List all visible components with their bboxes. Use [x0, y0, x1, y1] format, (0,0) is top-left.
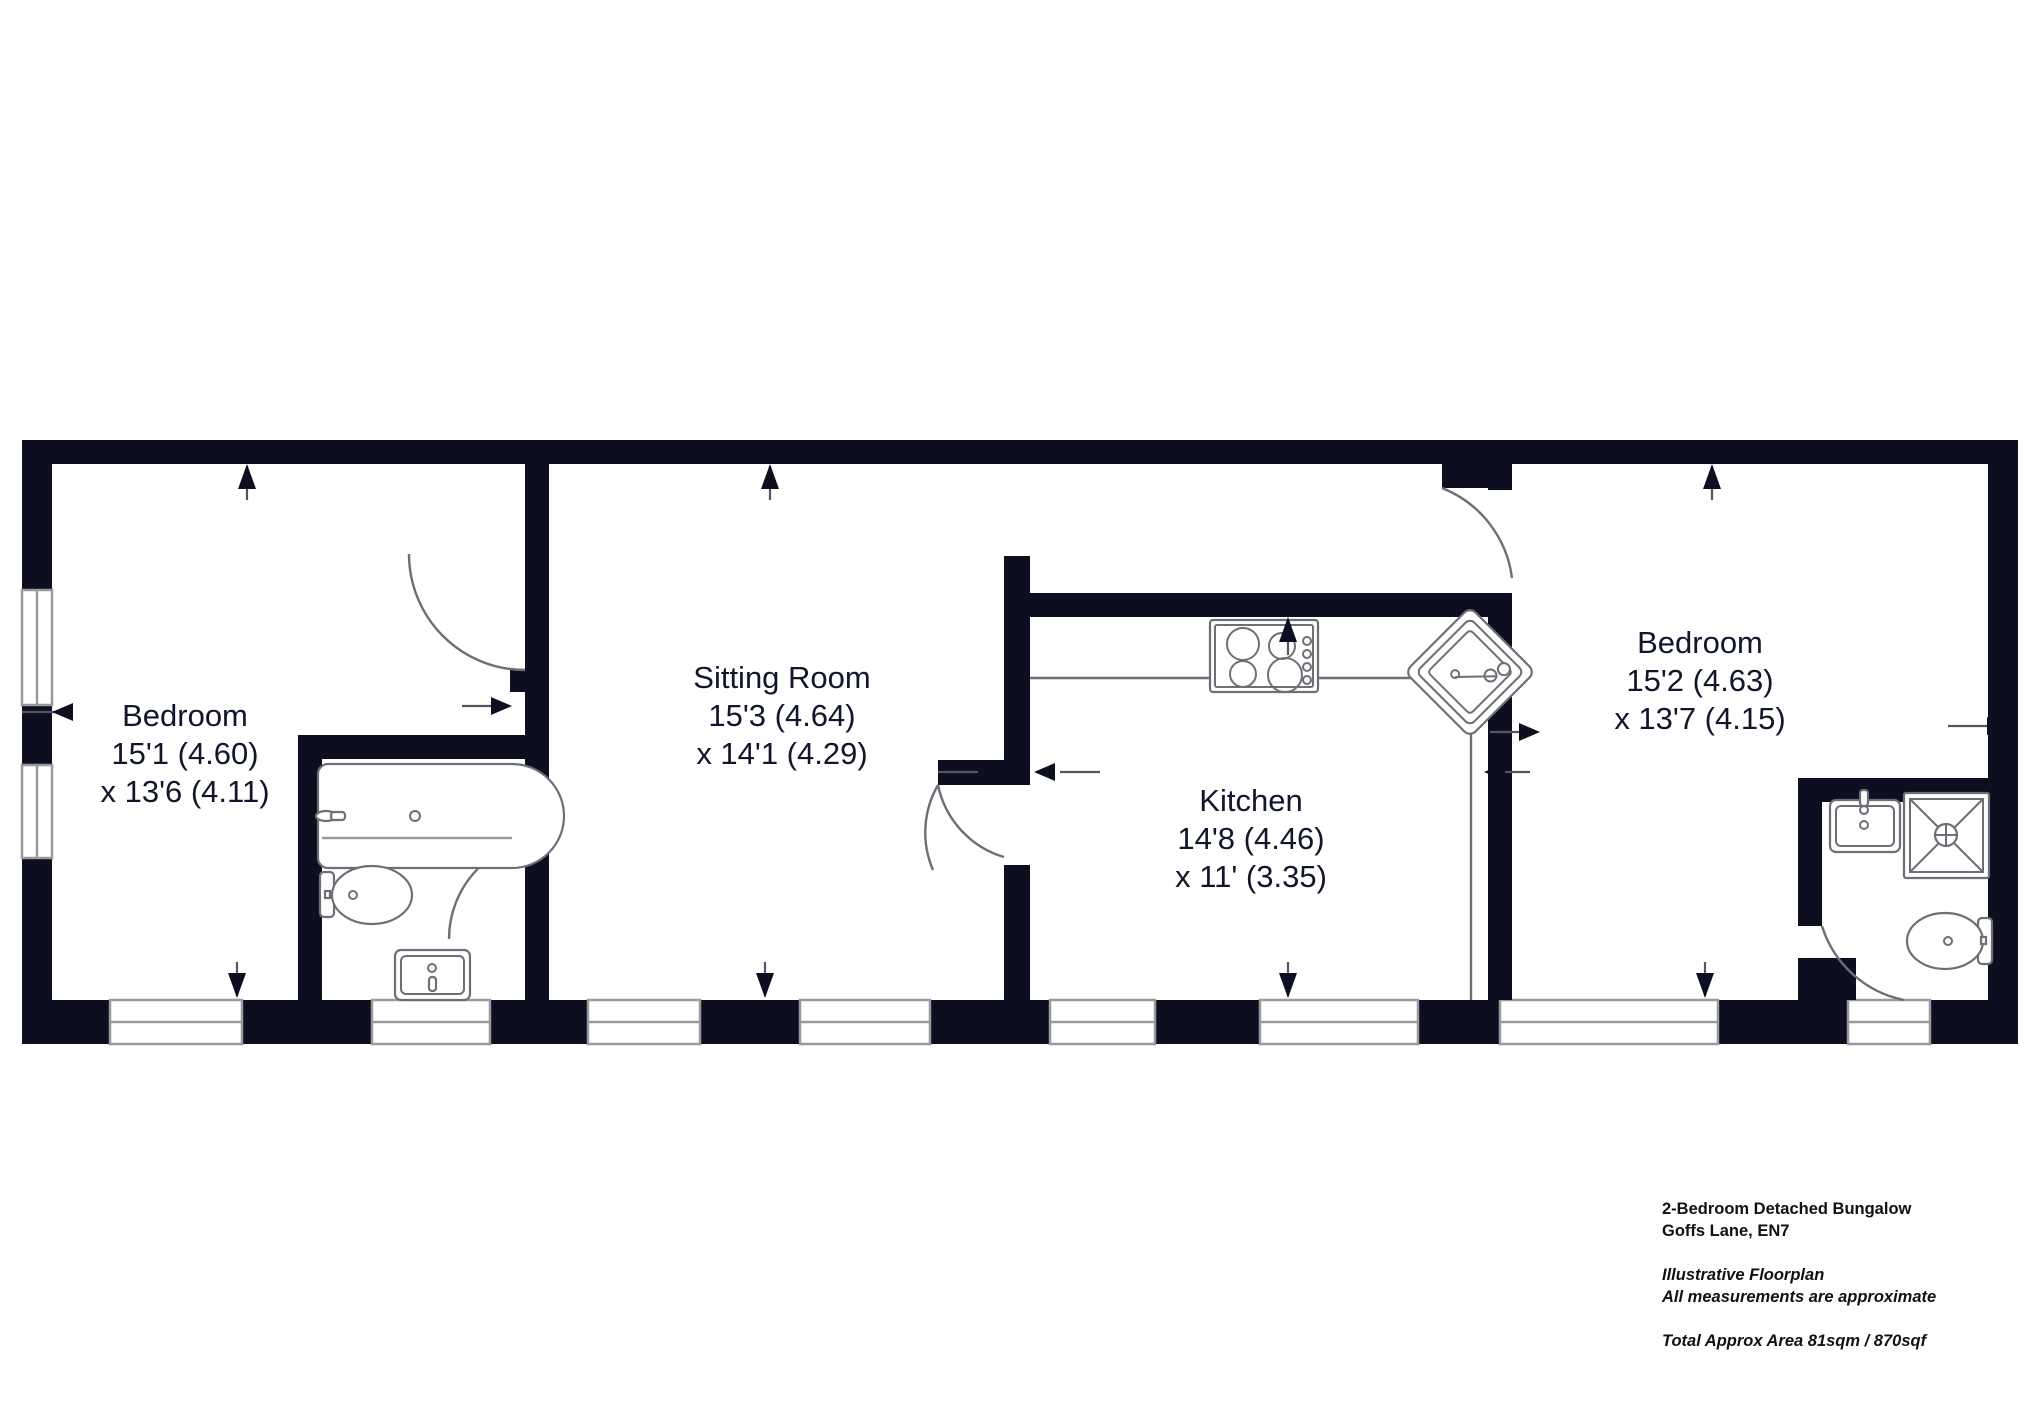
basin-left [393, 948, 472, 1002]
room-dim1-bedroom-right: 15'2 (4.63) [1626, 663, 1773, 698]
bottom-wall-piers [22, 1000, 2018, 1044]
caption-title-line-2: Goffs Lane, EN7 [1662, 1222, 1790, 1240]
hob [1208, 618, 1320, 694]
window-left-upper [20, 588, 54, 707]
toilet-left [318, 864, 414, 926]
dimension-arrows [22, 464, 2008, 998]
room-dim1-kitchen: 14'8 (4.46) [1177, 821, 1324, 856]
caption-spacer-2 [1662, 1308, 2022, 1330]
room-label-bedroom-left: Bedroom 15'1 (4.60) x 13'6 (4.11) [100, 698, 269, 809]
door-sitting-kitchen[interactable] [924, 784, 1005, 871]
room-dim2-bedroom-left: x 13'6 (4.11) [100, 774, 269, 809]
caption-area-line: Total Approx Area 81sqm / 870sqf [1662, 1332, 1927, 1350]
caption-note-line-2: All measurements are approximate [1662, 1288, 1937, 1306]
kitchen-sink [1407, 609, 1533, 735]
door-ensuite-right[interactable] [1820, 925, 1905, 1002]
shower-tray [1902, 791, 1991, 880]
window-left-lower [20, 763, 54, 860]
room-dim2-kitchen: x 11' (3.35) [1175, 859, 1327, 894]
room-dim1-sitting-room: 15'3 (4.64) [708, 698, 855, 733]
bottom-wall-windows [108, 998, 1932, 1046]
basin-right [1828, 788, 1902, 854]
caption-title-line-1: 2-Bedroom Detached Bungalow [1662, 1200, 1912, 1218]
room-dim2-bedroom-right: x 13'7 (4.15) [1614, 701, 1785, 736]
bathtub [314, 762, 566, 870]
room-name-sitting-room: Sitting Room [693, 660, 870, 695]
room-name-bedroom-left: Bedroom [122, 698, 248, 733]
room-label-kitchen: Kitchen 14'8 (4.46) x 11' (3.35) [1175, 783, 1327, 894]
caption-note-line-1: Illustrative Floorplan [1662, 1266, 1825, 1284]
room-dim1-bedroom-left: 15'1 (4.60) [111, 736, 258, 771]
caption-spacer-1 [1662, 1242, 2022, 1264]
caption-block: 2-Bedroom Detached Bungalow Goffs Lane, … [1662, 1198, 2022, 1352]
room-name-bedroom-right: Bedroom [1637, 625, 1763, 660]
room-label-sitting-room: Sitting Room 15'3 (4.64) x 14'1 (4.29) [693, 660, 870, 771]
room-name-kitchen: Kitchen [1199, 783, 1302, 818]
toilet-right [1905, 911, 1994, 971]
room-dim2-sitting-room: x 14'1 (4.29) [696, 736, 867, 771]
door-bedroom-right[interactable] [1441, 486, 1514, 579]
room-label-bedroom-right: Bedroom 15'2 (4.63) x 13'7 (4.15) [1614, 625, 1785, 736]
door-bedroom-left[interactable] [407, 553, 526, 672]
